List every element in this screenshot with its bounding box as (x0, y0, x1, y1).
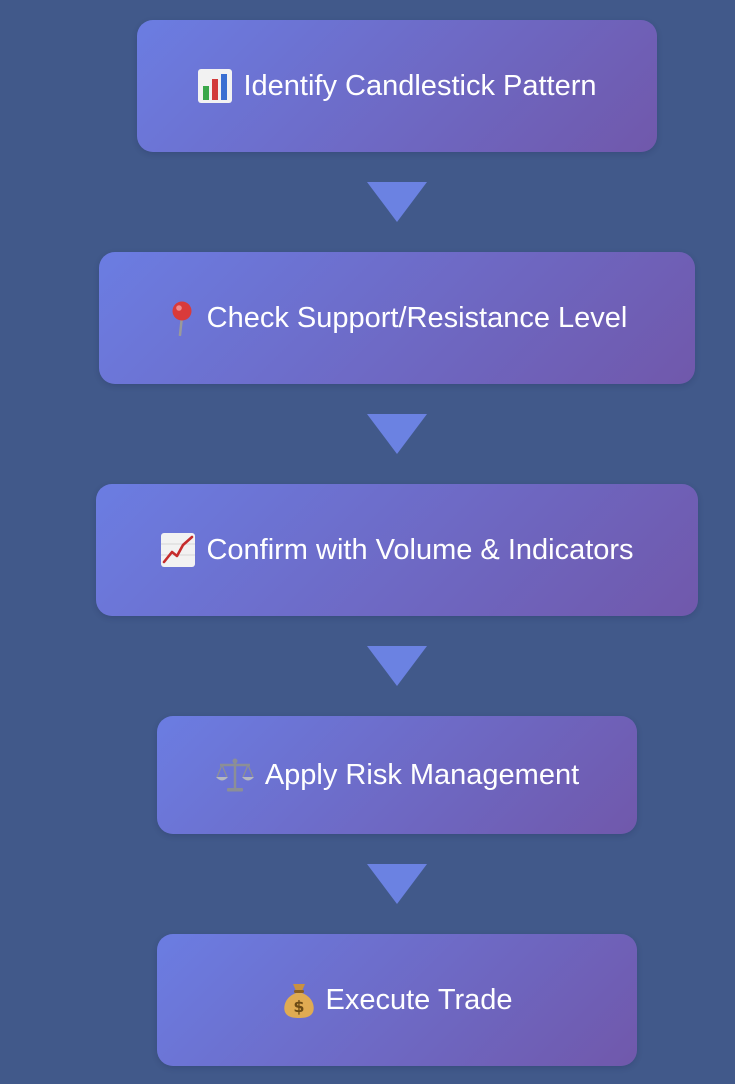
step-identify-pattern: Identify Candlestick Pattern (137, 20, 657, 152)
balance-scale-icon (215, 757, 255, 793)
step-label: Apply Risk Management (264, 758, 580, 791)
step-support-resistance: Check Support/Resistance Level (99, 252, 695, 384)
down-arrow (367, 414, 427, 454)
step-label: Execute Trade (325, 983, 513, 1016)
step-label: Identify Candlestick Pattern (243, 69, 597, 102)
round-pushpin-icon (167, 300, 197, 336)
bar-chart-icon (197, 68, 233, 104)
down-arrow (367, 182, 427, 222)
step-label: Check Support/Resistance Level (206, 301, 628, 334)
svg-text:$: $ (293, 997, 304, 1016)
step-label: Confirm with Volume & Indicators (206, 533, 634, 566)
step-risk-management: Apply Risk Management (157, 716, 637, 834)
trending-up-chart-icon (160, 532, 196, 568)
down-arrow (367, 864, 427, 904)
money-bag-icon: $ (282, 981, 316, 1019)
step-execute-trade: $ Execute Trade (157, 934, 637, 1066)
step-confirm-volume: Confirm with Volume & Indicators (96, 484, 698, 616)
down-arrow (367, 646, 427, 686)
